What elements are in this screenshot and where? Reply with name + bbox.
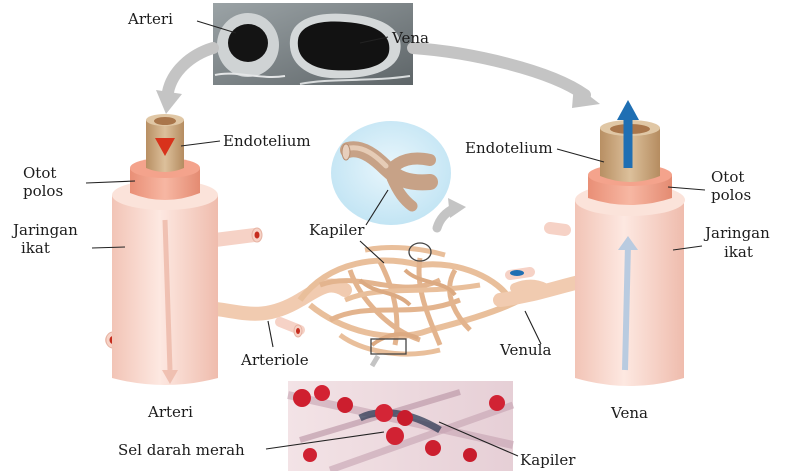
artery-cross-section xyxy=(112,92,218,385)
label-jaringan-ikat-artery-line1: Jaringan xyxy=(11,221,78,239)
label-vena-micrograph: Vena xyxy=(391,29,429,47)
label-endotelium-vein: Endotelium xyxy=(465,139,553,157)
label-otot-polos-vein-line1: Otot xyxy=(711,168,744,186)
label-arteri-micrograph: Arteri xyxy=(127,10,173,28)
label-jaringan-ikat-artery-line2: ikat xyxy=(21,239,50,257)
capillary-zoom-bubble xyxy=(331,121,451,225)
label-kapiler-zoom: Kapiler xyxy=(309,221,365,239)
micrograph-red-blood-cells xyxy=(288,381,513,471)
label-otot-polos-artery-line2: polos xyxy=(23,182,63,200)
label-arteri: Arteri xyxy=(147,403,193,421)
label-arteriole: Arteriole xyxy=(240,351,309,369)
label-jaringan-ikat-vein-line1: Jaringan xyxy=(703,224,770,242)
label-venula: Venula xyxy=(499,341,551,359)
label-otot-polos-vein-line2: polos xyxy=(711,186,751,204)
label-endotelium-artery: Endotelium xyxy=(223,132,311,150)
micrograph-artery-vein xyxy=(213,3,413,85)
label-jaringan-ikat-vein-line2: ikat xyxy=(724,243,753,261)
vein-cross-section xyxy=(575,100,685,386)
label-kapiler-micrograph: Kapiler xyxy=(520,451,576,469)
label-sel-darah-merah: Sel darah merah xyxy=(118,441,245,459)
label-vena: Vena xyxy=(610,404,648,422)
label-otot-polos-artery-line1: Otot xyxy=(23,164,56,182)
